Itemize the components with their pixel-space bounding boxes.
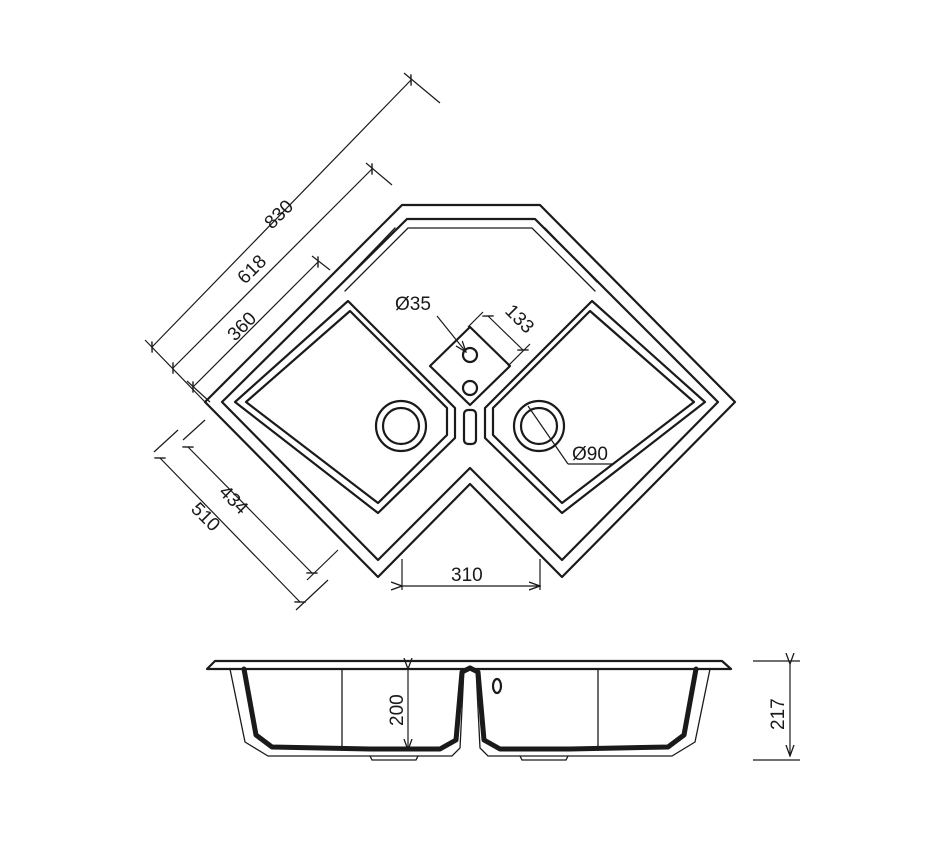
side-left-drain bbox=[369, 755, 419, 761]
tap-deck bbox=[428, 325, 512, 407]
right-drain-inner bbox=[519, 406, 559, 446]
left-drain-inner bbox=[381, 406, 421, 446]
tap-hole bbox=[461, 346, 479, 364]
dim-drain-label: Ø90 bbox=[572, 444, 608, 465]
side-overflow-knob bbox=[491, 677, 503, 695]
dim-200-label: 200 bbox=[387, 694, 408, 726]
dim-310-label: 310 bbox=[451, 565, 483, 586]
sink-inner-rim bbox=[220, 217, 720, 562]
center-overflow-slot bbox=[462, 408, 478, 446]
right-drain-outer bbox=[512, 399, 566, 453]
side-right-drain bbox=[519, 755, 569, 761]
overflow-hole bbox=[461, 379, 479, 397]
dim-133-label: 133 bbox=[500, 301, 537, 338]
top-view bbox=[203, 203, 737, 579]
side-left-bowl-wall bbox=[241, 665, 473, 752]
drainer-edge-right bbox=[544, 227, 598, 283]
right-bowl-inner bbox=[491, 309, 696, 505]
dim-434-label: 434 bbox=[214, 482, 252, 520]
dim-360-label: 360 bbox=[224, 308, 261, 345]
side-right-bowl-wall bbox=[467, 665, 699, 752]
dim-tap-hole-label: Ø35 bbox=[395, 294, 431, 315]
side-right-bowl bbox=[475, 668, 711, 757]
side-view bbox=[205, 659, 733, 761]
drainer-area bbox=[344, 227, 596, 292]
side-view-dimensions: 200 217 bbox=[387, 661, 800, 761]
right-bowl-outer bbox=[483, 299, 707, 515]
sink-outer-rim bbox=[203, 203, 737, 579]
dim-217-label: 217 bbox=[768, 698, 789, 730]
side-left-bowl bbox=[229, 668, 465, 757]
dim-510-label: 510 bbox=[186, 499, 223, 536]
side-top-rim bbox=[205, 659, 733, 671]
left-drain-outer bbox=[374, 399, 428, 453]
left-bowl-outer bbox=[233, 299, 457, 515]
